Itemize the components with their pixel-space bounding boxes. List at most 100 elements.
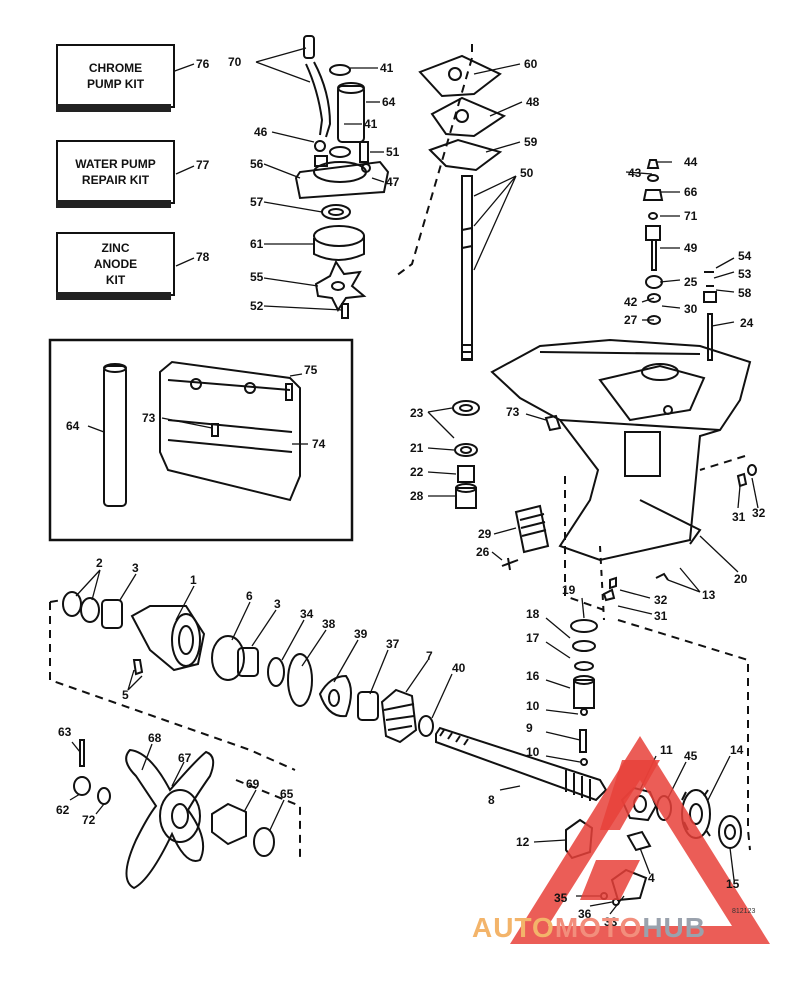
part-number: 7 <box>426 649 433 663</box>
part-number: 26 <box>476 545 490 559</box>
part-number: 6 <box>246 589 253 603</box>
part-number: 25 <box>684 275 698 289</box>
watermark-text-1: AUTO <box>472 912 555 943</box>
watermark-triangle <box>510 736 770 944</box>
part-number: 55 <box>250 270 264 284</box>
part-number: 20 <box>734 572 748 586</box>
part-number: 33 <box>604 915 618 929</box>
part-number: 64 <box>382 95 396 109</box>
part-number: 43 <box>628 166 642 180</box>
part-number: 54 <box>738 249 752 263</box>
drawing-number: 812123 <box>732 908 756 915</box>
part-number: 42 <box>624 295 638 309</box>
watermark-text-3: HUB <box>642 912 706 943</box>
part-number: 18 <box>526 607 540 621</box>
part-number: 4 <box>648 871 655 885</box>
part-number: 29 <box>478 527 492 541</box>
kit-label: ZINC ANODE KIT <box>56 232 175 296</box>
part-number: 13 <box>702 588 716 602</box>
part-number: 40 <box>452 661 466 675</box>
lower-gear-parts <box>62 591 434 744</box>
part-number: 24 <box>740 316 754 330</box>
part-number: 41 <box>364 117 378 131</box>
part-number: 75 <box>304 363 318 377</box>
gear-housing <box>490 338 752 562</box>
part-number: 45 <box>684 749 698 763</box>
part-number: 50 <box>520 166 534 180</box>
part-number: 10 <box>526 745 540 759</box>
kit-label: CHROME PUMP KIT <box>56 44 175 108</box>
part-number: 59 <box>524 135 538 149</box>
kit-label: WATER PUMP REPAIR KIT <box>56 140 175 204</box>
part-number: 46 <box>254 125 268 139</box>
part-number: 38 <box>322 617 336 631</box>
water-pump-parts <box>294 35 390 319</box>
part-number: 3 <box>274 597 281 611</box>
part-number: 69 <box>246 777 260 791</box>
part-number: 65 <box>280 787 294 801</box>
part-number: 51 <box>386 145 400 159</box>
part-number: 1 <box>190 573 197 587</box>
part-number: 32 <box>654 593 668 607</box>
part-number: 66 <box>684 185 698 199</box>
part-number: 2 <box>96 556 103 570</box>
propeller <box>73 739 275 890</box>
part-number: 73 <box>142 411 156 425</box>
part-number: 77 <box>196 158 210 172</box>
part-number: 10 <box>526 699 540 713</box>
part-number: 63 <box>58 725 72 739</box>
part-number: 3 <box>132 561 139 575</box>
plugs <box>602 464 757 602</box>
part-number: 16 <box>526 669 540 683</box>
part-number: 72 <box>82 813 96 827</box>
plate-gaskets <box>418 54 507 172</box>
part-number: 27 <box>624 313 638 327</box>
part-number: 41 <box>380 61 394 75</box>
part-number: 49 <box>684 241 698 255</box>
part-number: 70 <box>228 55 242 69</box>
part-number: 31 <box>732 510 746 524</box>
prop-shaft <box>435 726 608 802</box>
inset-box <box>48 338 354 542</box>
part-number: 37 <box>386 637 400 651</box>
part-number: 21 <box>410 441 424 455</box>
part-number: 52 <box>250 299 264 313</box>
driveshaft <box>461 175 473 361</box>
part-number: 57 <box>250 195 264 209</box>
part-number: 12 <box>516 835 530 849</box>
part-number: 58 <box>738 286 752 300</box>
part-number: 30 <box>684 302 698 316</box>
part-number: 64 <box>66 419 80 433</box>
shift-mechanism <box>570 619 598 766</box>
part-number: 47 <box>386 175 400 189</box>
part-number: 22 <box>410 465 424 479</box>
part-number: 28 <box>410 489 424 503</box>
part-number: 61 <box>250 237 264 251</box>
part-number: 44 <box>684 155 698 169</box>
watermark-text-2: MOTO <box>554 912 643 943</box>
part-number: 71 <box>684 209 698 223</box>
part-number: 73 <box>506 405 520 419</box>
part-number: 76 <box>196 57 210 71</box>
part-number: 35 <box>554 891 568 905</box>
shift-rod-parts <box>642 159 717 361</box>
part-number: 14 <box>730 743 744 757</box>
part-number: 5 <box>122 688 129 702</box>
part-number: 17 <box>526 631 540 645</box>
part-number: 15 <box>726 877 740 891</box>
part-number: 32 <box>752 506 766 520</box>
part-number: 78 <box>196 250 210 264</box>
part-number: 67 <box>178 751 192 765</box>
part-number: 53 <box>738 267 752 281</box>
part-number: 31 <box>654 609 668 623</box>
exhaust-housing <box>103 360 301 507</box>
bearings <box>452 400 562 571</box>
part-number: 68 <box>148 731 162 745</box>
part-number: 74 <box>312 437 326 451</box>
part-number: 34 <box>300 607 314 621</box>
part-number: 19 <box>562 583 576 597</box>
part-number: 48 <box>526 95 540 109</box>
part-number: 60 <box>524 57 538 71</box>
